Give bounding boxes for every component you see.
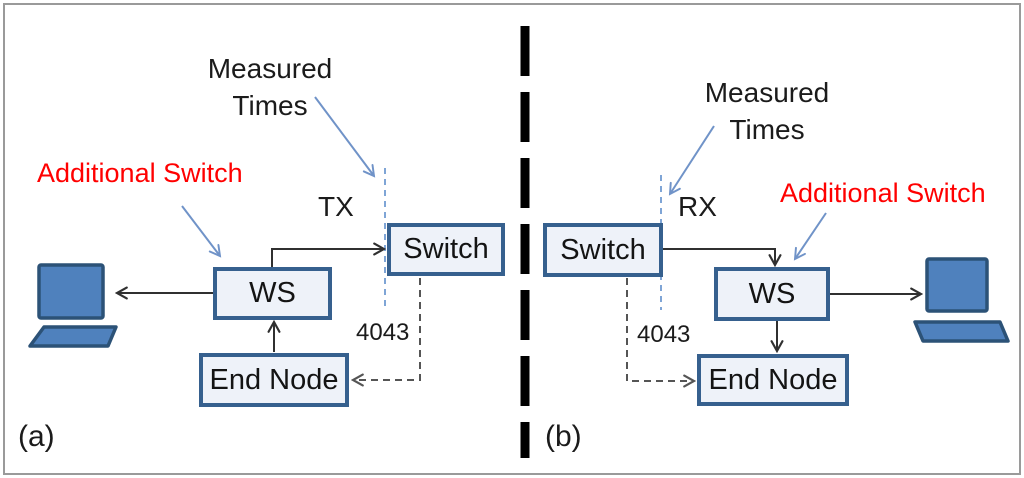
direction-label-tx: TX <box>318 191 354 222</box>
dashed-arrow-switch-to-endnode-b <box>626 278 694 381</box>
additional-switch-pointer-arrow-a <box>181 205 222 258</box>
laptop-screen-a <box>37 263 105 320</box>
additional-switch-label-a: Additional Switch <box>37 158 243 188</box>
end-node-b: End Node <box>697 354 849 406</box>
measured-times-label-b: Measured Times <box>693 74 841 148</box>
panel-caption-b: (b) <box>545 420 582 453</box>
ws-node-b: WS <box>714 267 830 321</box>
switch-node-label-a: Switch <box>403 233 489 265</box>
measured-times-line1-a: Measured <box>207 53 333 84</box>
laptop-icon-a <box>28 263 118 348</box>
switch-node-a: Switch <box>387 223 505 276</box>
dashed-arrow-switch-to-endnode-a <box>353 278 421 380</box>
laptop-base-b <box>913 320 1010 343</box>
end-node-a: End Node <box>199 353 349 407</box>
panel-caption-a: (a) <box>18 420 55 453</box>
ws-node-label-a: WS <box>249 277 296 309</box>
switch-node-label-b: Switch <box>560 233 646 266</box>
measured-times-line2-b: Times <box>729 114 805 145</box>
measured-times-line1-b: Measured <box>704 77 830 108</box>
measured-times-pointer-arrow-b <box>668 125 715 196</box>
ws-node-label-b: WS <box>748 277 796 310</box>
arrow-switch-to-ws-b <box>663 248 775 265</box>
laptop-base-a <box>28 325 118 348</box>
switch-node-b: Switch <box>543 223 663 277</box>
end-node-label-a: End Node <box>209 363 339 396</box>
end-node-label-b: End Node <box>708 363 838 396</box>
additional-switch-pointer-arrow-b <box>793 212 827 261</box>
ws-node-a: WS <box>213 267 332 320</box>
port-label-b: 4043 <box>637 321 691 348</box>
direction-label-rx: RX <box>678 191 717 222</box>
laptop-screen-b <box>925 257 989 313</box>
additional-switch-label-b: Additional Switch <box>780 178 986 208</box>
measured-times-label-a: Measured Times <box>196 50 344 124</box>
laptop-icon-b <box>913 257 1010 343</box>
measured-times-pointer-arrow-a <box>314 96 376 178</box>
port-label-a: 4043 <box>356 319 410 346</box>
measured-times-line2-a: Times <box>232 90 308 121</box>
arrow-ws-to-switch-a <box>271 249 384 267</box>
